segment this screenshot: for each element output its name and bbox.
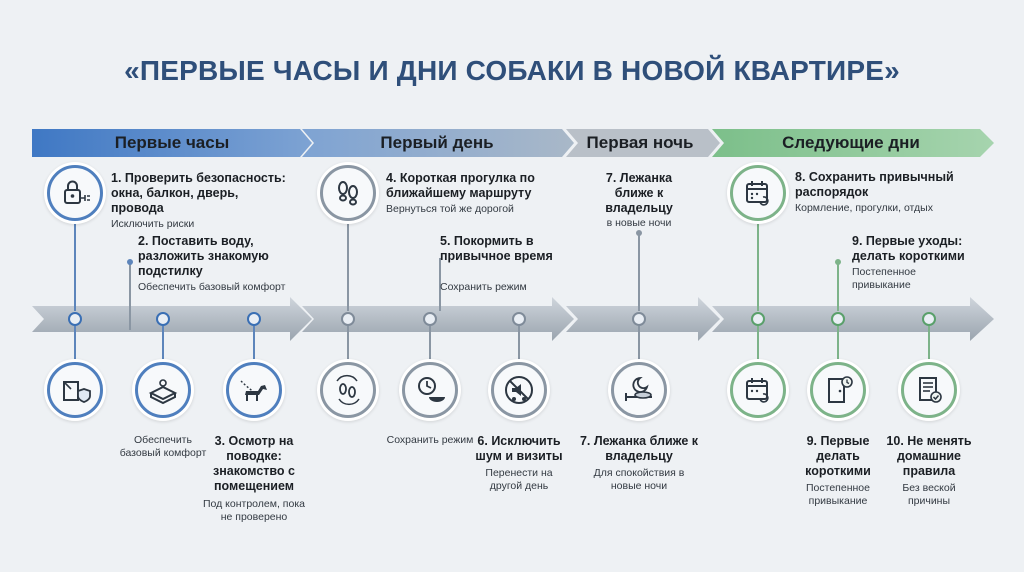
step-9-note: Постепенное привыкание (852, 266, 916, 291)
step-6-note: Перенести на другой день (485, 467, 553, 492)
timeline-arrow-4 (712, 297, 994, 341)
step-6-title: 6. Исключить шум и визиты (475, 434, 563, 463)
step-9-bottom-note: Постепенное привыкание (806, 482, 870, 507)
phase-label-next-days: Следующие дни (782, 133, 920, 152)
timeline-dot (751, 312, 765, 326)
step-4-title: 4. Короткая прогулка по ближайшему маршр… (386, 171, 535, 200)
timeline-dot (423, 312, 437, 326)
phase-label-first-day: Первый день (380, 133, 494, 152)
step-10-note: Без веской причины (902, 482, 956, 507)
phase-arrow-3 (566, 129, 720, 157)
phase-arrow-2 (302, 129, 574, 157)
step-3-note: Под контролем, пока не проверено (202, 498, 306, 523)
footprints-icon (320, 165, 376, 221)
dog-leash-icon (226, 362, 282, 418)
map-shield-icon (47, 362, 103, 418)
phase-arrow-4 (712, 129, 994, 157)
step-4-note: Вернуться той же дорогой (386, 203, 514, 215)
timeline-dot (831, 312, 845, 326)
door-clock-icon (810, 362, 866, 418)
timeline-arrow-1 (32, 297, 312, 341)
calendar-icon (730, 362, 786, 418)
step-7-title: 7. Лежанка ближе к владельцу (605, 171, 673, 215)
lock-plug-icon (47, 165, 103, 221)
step-10-title: 10. Не менять домашние правила (886, 434, 972, 478)
timeline-dot (922, 312, 936, 326)
no-noise-icon (491, 362, 547, 418)
dog-bed-icon (135, 362, 191, 418)
step-9-bottom-title: 9. Первые делать короткими (805, 434, 871, 478)
timeline-dot (68, 312, 82, 326)
step-7-bottom-note: Для спокойствия в новые ночи (593, 467, 685, 492)
phase-label-first-hours: Первые часы (114, 133, 230, 152)
step-5-note: Сохранить режим (440, 281, 527, 293)
footprints-cycle-icon (320, 362, 376, 418)
phase-label-first-night: Первая ночь (586, 133, 694, 152)
timeline-dot (632, 312, 646, 326)
step-3-title: 3. Осмотр на поводке: знакомство с помещ… (212, 434, 295, 493)
step-2-bottom-note: Обеспечить базовый комфорт (119, 434, 207, 459)
timeline-dot (156, 312, 170, 326)
calendar-icon (730, 165, 786, 221)
clock-bowl-icon (402, 362, 458, 418)
step-8-note: Кормление, прогулки, отдых (795, 202, 933, 214)
timeline-dot (341, 312, 355, 326)
step-2-title: 2. Поставить воду, разложить знакомую по… (138, 234, 269, 278)
rulebook-icon (901, 362, 957, 418)
step-9-title: 9. Первые уходы: делать короткими (852, 234, 965, 263)
step-2-note: Обеспечить базовый комфорт (138, 281, 286, 293)
page-title: «ПЕРВЫЕ ЧАСЫ И ДНИ СОБАКИ В НОВОЙ КВАРТИ… (124, 55, 900, 86)
step-5-bottom-note: Сохранить режим (386, 434, 474, 446)
moon-bed-icon (611, 362, 667, 418)
timeline-dot (247, 312, 261, 326)
step-7-bottom-title: 7. Лежанка ближе к владельцу (579, 434, 699, 463)
timeline-arrow-2 (302, 297, 574, 341)
step-1-title: 1. Проверить безопасность: окна, балкон,… (111, 171, 286, 215)
step-5-title: 5. Покормить в привычное время (440, 234, 553, 263)
step-1-note: Исключить риски (111, 218, 195, 230)
phase-arrow-1 (32, 129, 312, 157)
timeline-dot (512, 312, 526, 326)
step-8-title: 8. Сохранить привычный распорядок (795, 170, 954, 199)
step-7-note: в новые ночи (606, 217, 672, 229)
